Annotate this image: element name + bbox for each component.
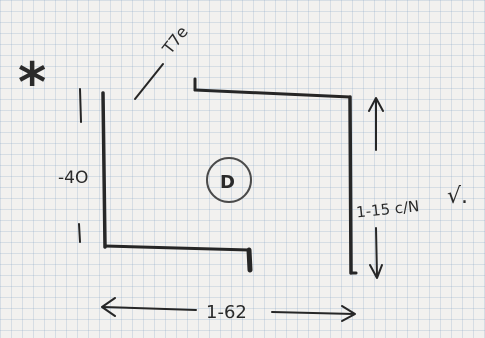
right-dimension-arrow-up <box>368 97 384 151</box>
door-swing-line <box>134 63 164 100</box>
bottom-dimension-label: 1-62 <box>206 302 247 323</box>
right-dimension-label: 1-15 c/N <box>355 197 420 222</box>
bottom-wall <box>103 244 251 252</box>
room-number-circle <box>206 157 252 203</box>
asterisk-marker: * <box>18 51 46 114</box>
door-label: T7e <box>158 22 192 58</box>
bottom-wall-end <box>246 247 253 273</box>
bottom-dimension-arrow-right <box>271 305 356 322</box>
right-dimension-arrow-down <box>369 227 383 279</box>
left-dimension-label: -4O <box>58 168 88 188</box>
left-dimension-tick-bottom <box>78 223 81 243</box>
left-wall <box>101 91 107 249</box>
right-check-mark: √. <box>447 184 468 209</box>
room-number: D <box>220 172 235 193</box>
top-wall <box>193 88 352 99</box>
left-dimension-tick-top <box>79 88 82 123</box>
right-wall <box>348 95 353 275</box>
bottom-dimension-arrow-left <box>101 297 197 317</box>
